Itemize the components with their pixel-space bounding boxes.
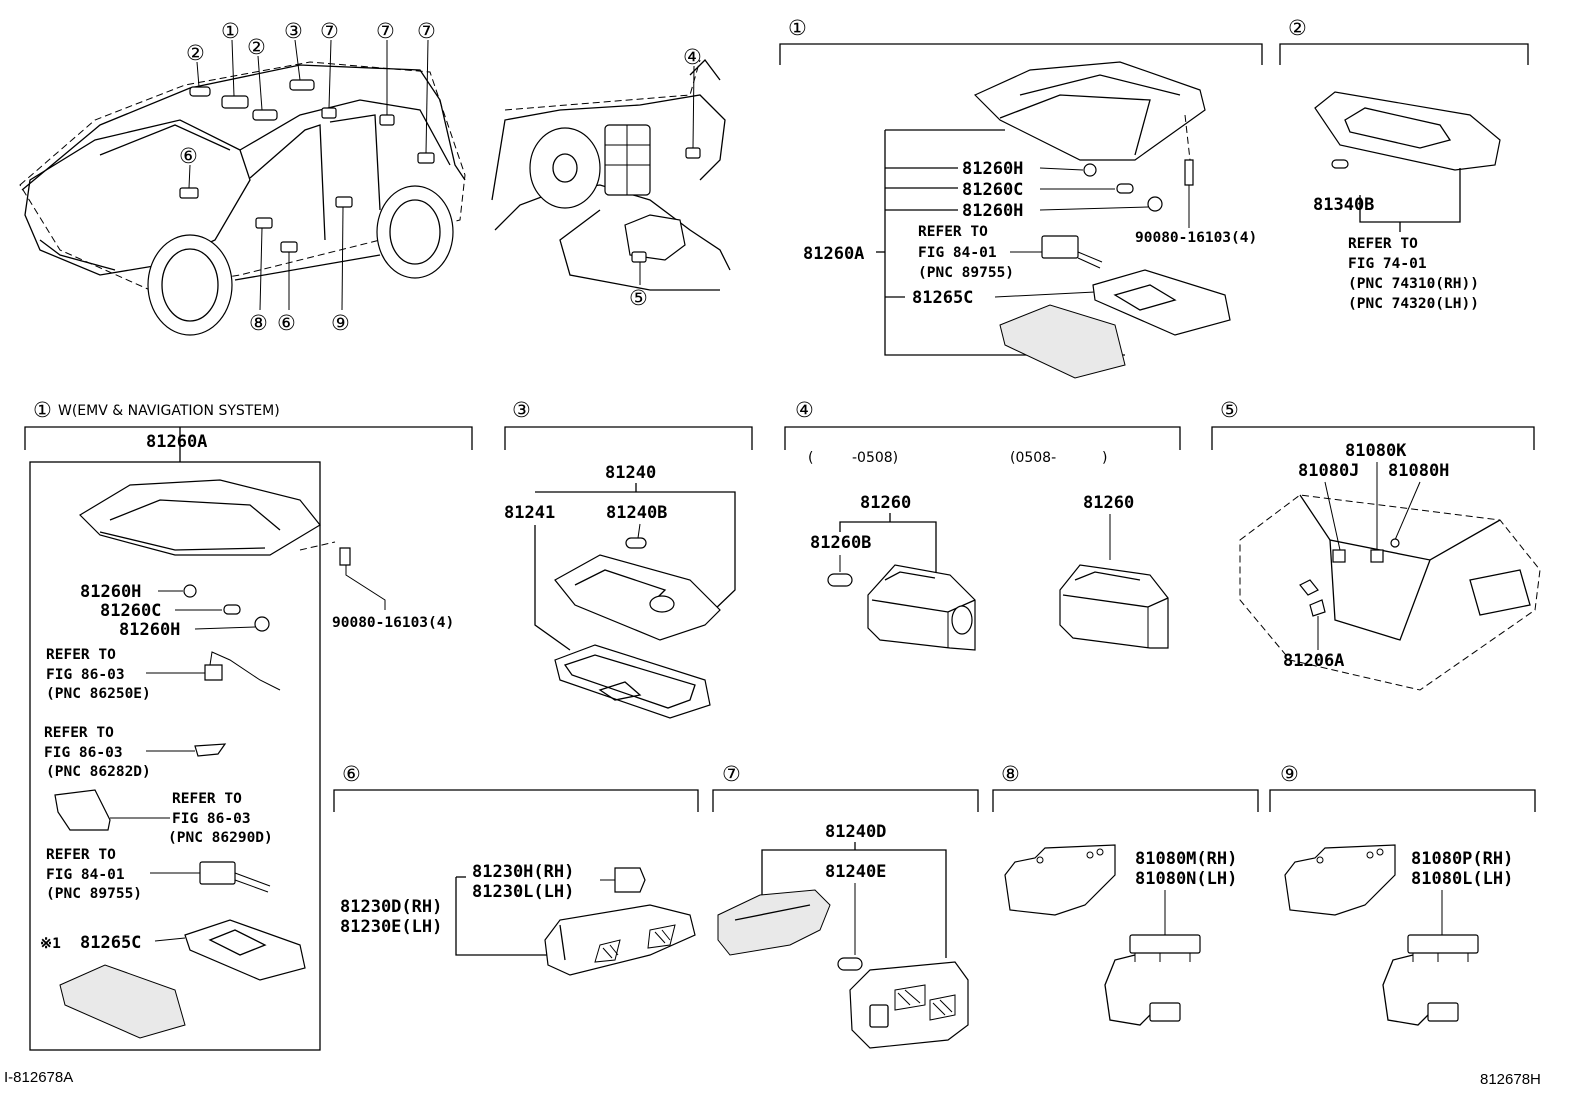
refer-text: REFER TO [1348,236,1418,252]
panel-6-door-lamp: ⑥ 81230H(RH) 81230L(LH) 81230D(RH) 81230… [333,762,699,976]
refer-text: (PNC 89755) [46,886,142,902]
panel-3-label: ③ [512,398,531,422]
part-number: 81080P(RH) [1411,849,1513,869]
refer-text: REFER TO [46,647,116,663]
lens-mark: ※1 [40,936,61,952]
part-number: 81080K [1345,441,1407,461]
refer-text: FIG 86-03 [44,745,123,761]
part-number: 81230L(LH) [472,882,574,902]
overview-callout: ① [221,19,240,43]
refer-text: (PNC 86290D) [168,830,273,846]
part-number: 81080L(LH) [1411,869,1513,889]
panel-1w-header: W(EMV & NAVIGATION SYSTEM) [58,403,280,419]
dashboard-overview: ④ ⑤ [491,45,731,310]
part-number: 81260C [962,180,1023,200]
overview-callout: ④ [683,45,702,69]
panel-5-console-lamp: ⑤ 81080K 81080J 81080H 81206A [1211,398,1541,691]
part-number: 90080-16103(4) [1135,230,1257,246]
panel-8-courtesy-lamp: ⑧ 81080M(RH) 81080N(LH) [992,762,1259,1026]
overview-callout: ⑧ [249,311,268,335]
refer-text: FIG 74-01 [1348,256,1427,272]
part-number: 81230D(RH) [340,897,442,917]
refer-text: (PNC 86250E) [46,686,151,702]
overview-callout: ② [247,35,266,59]
panel-1-label: ① [788,16,807,40]
overview-callout: ⑦ [417,19,436,43]
overview-callout: ⑤ [629,286,648,310]
panel-8-label: ⑧ [1001,762,1020,786]
part-number: 81240E [825,862,886,882]
part-number: 81265C [80,933,141,953]
part-number: 81080J [1298,461,1359,481]
part-number: 81240B [606,503,667,523]
panel-1w-map-lamp: ① W(EMV & NAVIGATION SYSTEM) 81260A 9008… [24,398,473,1051]
part-number: 81206A [1283,651,1344,671]
refer-text: (PNC 89755) [918,265,1014,281]
part-number: 81260 [1083,493,1134,513]
refer-text: (PNC 74320(LH)) [1348,296,1479,312]
refer-text: REFER TO [44,725,114,741]
part-number: 81241 [504,503,555,523]
part-number: 81260H [119,620,180,640]
part-number: 81080H [1388,461,1449,481]
refer-text: FIG 84-01 [46,867,125,883]
part-number: 81265C [912,288,973,308]
part-number: 81260A [803,244,864,264]
overview-callout: ⑥ [277,311,296,335]
part-number: 81260H [80,582,141,602]
panel-2-label: ② [1288,16,1307,40]
figure-id-left: I-812678A [4,1069,73,1086]
date-range: (0508- [1010,450,1056,466]
part-number: 81080N(LH) [1135,869,1237,889]
panel-6-label: ⑥ [342,762,361,786]
panel-7-rear-room-lamp: ⑦ 81240D 81240E [712,762,979,1049]
part-number: 81260 [860,493,911,513]
part-number: 81230H(RH) [472,862,574,882]
part-number: 81260H [962,201,1023,221]
overview-callout: ⑦ [320,19,339,43]
part-number: 81240D [825,822,886,842]
part-number: 81260H [962,159,1023,179]
vehicle-overview: ② ① ② ③ ⑦ ⑦ ⑦ ⑥ ⑧ ⑥ ⑨ [19,19,466,336]
refer-text: FIG 84-01 [918,245,997,261]
part-number: 81260A [146,432,207,452]
overview-callout: ⑥ [179,144,198,168]
part-number: 81340B [1313,195,1374,215]
part-number: 81080M(RH) [1135,849,1237,869]
refer-text: REFER TO [172,791,242,807]
refer-text: FIG 86-03 [46,667,125,683]
date-range-open: ( [808,450,813,466]
part-number: 90080-16103(4) [332,615,454,631]
part-number: 81230E(LH) [340,917,442,937]
part-number: 81260C [100,601,161,621]
panel-4-glove-box-lamp: ④ ( -0508) (0508- ) 81260 81260B 81260 [784,398,1181,651]
refer-text: (PNC 74310(RH)) [1348,276,1479,292]
panel-7-label: ⑦ [722,762,741,786]
panel-1-map-lamp: ① 81260H 81260C 81260H 81260A REFER TO F… [779,16,1263,379]
date-range-close: ) [1102,450,1107,466]
panel-3-room-lamp: ③ 81240 81241 81240B [504,398,753,719]
panel-1w-label: ① [33,398,52,422]
panel-9-label: ⑨ [1280,762,1299,786]
panel-5-label: ⑤ [1220,398,1239,422]
refer-text: REFER TO [46,847,116,863]
refer-text: REFER TO [918,224,988,240]
refer-text: FIG 86-03 [172,811,251,827]
date-range: -0508) [852,450,898,466]
overview-callout: ⑦ [376,19,395,43]
panel-9-courtesy-lamp: ⑨ 81080P(RH) 81080L(LH) [1269,762,1536,1026]
panel-4-label: ④ [795,398,814,422]
part-number: 81240 [605,463,656,483]
panel-2-visor-lamp: ② 81340B REFER TO FIG 74-01 (PNC 74310(R… [1279,16,1529,312]
figure-id-right: 812678H [1480,1071,1541,1088]
overview-callout: ② [186,41,205,65]
part-number: 81260B [810,533,871,553]
refer-text: (PNC 86282D) [46,764,151,780]
overview-callout: ③ [284,19,303,43]
overview-callout: ⑨ [331,311,350,335]
